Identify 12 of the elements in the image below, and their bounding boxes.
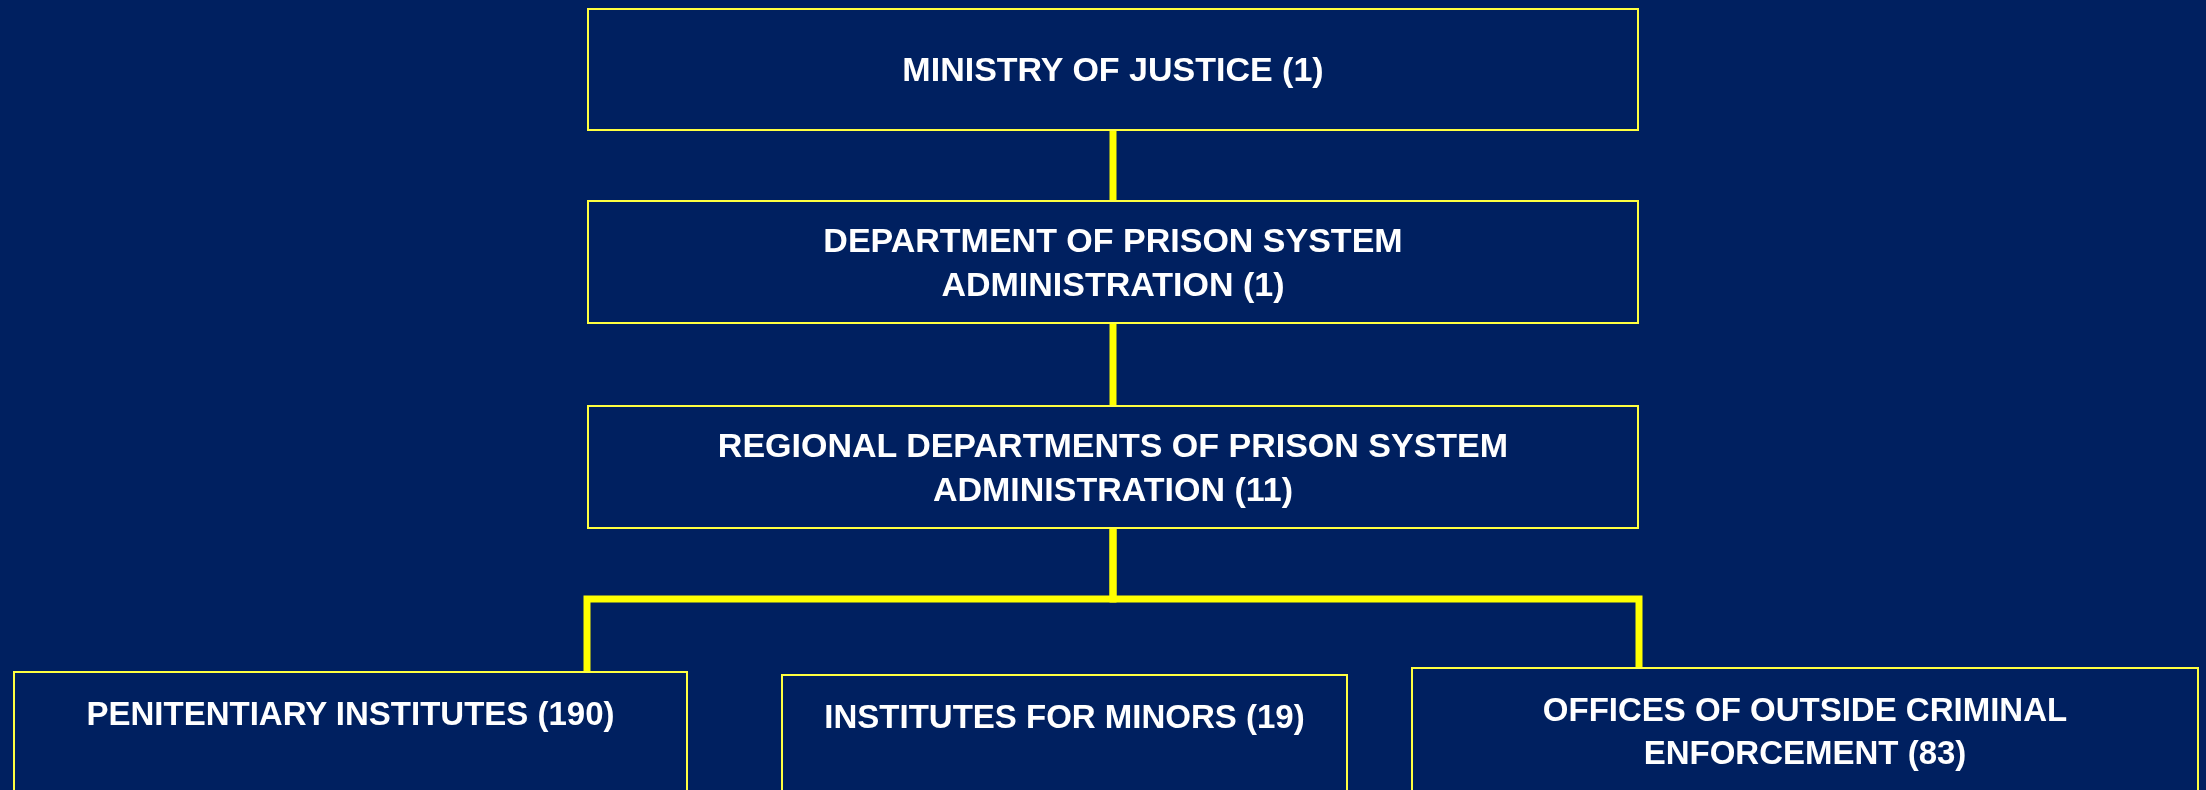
unit-label: PENITENTIARY INSTITUTES (190) [86, 694, 615, 734]
unit-label: MINISTRY OF JUSTICE (1) [902, 49, 1324, 91]
org-box [781, 674, 1348, 790]
org-box [13, 671, 688, 790]
unit-label: OFFICES OF OUTSIDE CRIMINAL ENFORCEMENT (83) [1541, 690, 2069, 773]
org-box [587, 405, 1639, 529]
unit-label: INSTITUTES FOR MINORS (19) [824, 697, 1305, 737]
unit-label: REGIONAL DEPARTMENTS OF PRISON SYSTEM ADMINISTRATION (11) [716, 424, 1510, 510]
org-box [587, 200, 1639, 324]
unit-label: DEPARTMENT OF PRISON SYSTEM ADMINISTRATION (1) [822, 219, 1404, 305]
org-box [587, 8, 1639, 131]
org-box [1411, 667, 2199, 790]
